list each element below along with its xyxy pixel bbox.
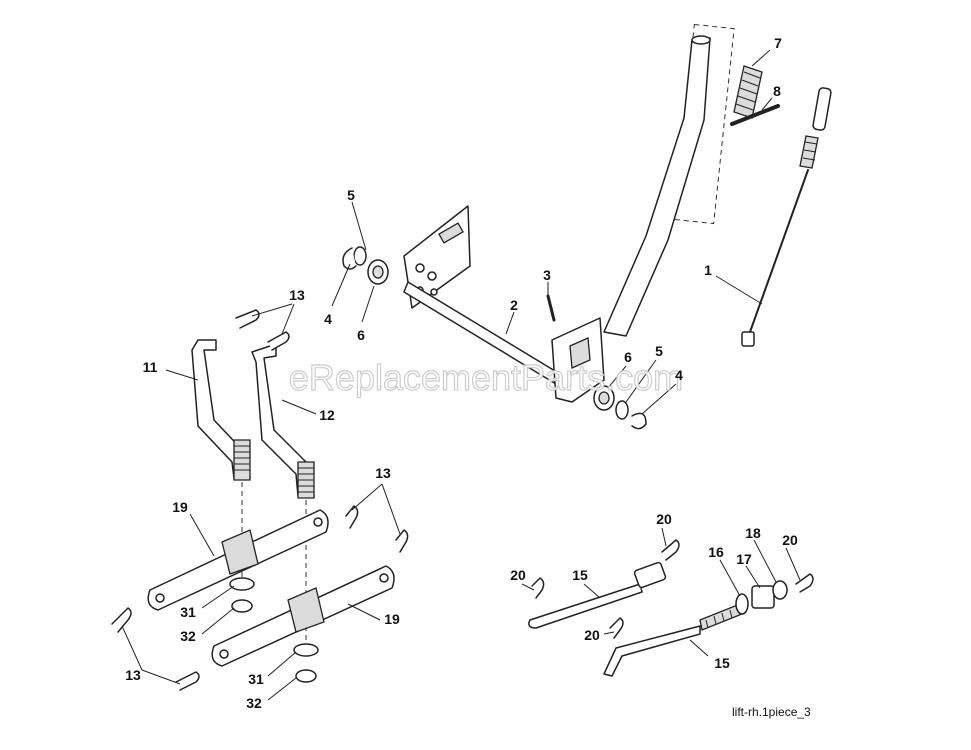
- callout-20-left: 20: [510, 567, 526, 583]
- callout-11: 11: [143, 359, 158, 375]
- spacer-31-lower: [293, 643, 319, 657]
- hairpin-clips-13-top: [235, 309, 290, 351]
- callout-13-bottom: 13: [125, 667, 141, 683]
- callout-15-lower: 15: [714, 655, 730, 671]
- callout-20-top: 20: [656, 511, 672, 527]
- callout-19-upper: 19: [172, 499, 188, 515]
- lift-rod-15-upper: [528, 561, 667, 629]
- nut-32-lower: [295, 669, 317, 683]
- callout-32-upper: 32: [180, 628, 196, 644]
- leader-lines: [121, 49, 801, 701]
- callout-13-right: 13: [375, 465, 391, 481]
- callout-7: 7: [774, 35, 782, 51]
- lift-arm-19-upper: [147, 509, 329, 611]
- nut-18: [772, 580, 788, 600]
- clip-4-right: [631, 412, 647, 430]
- callout-5-left: 5: [347, 187, 355, 203]
- diagram-caption: lift-rh.1piece_3: [732, 705, 811, 719]
- callout-17: 17: [736, 551, 752, 567]
- washer-16: [735, 593, 749, 615]
- callout-20-right: 20: [782, 532, 798, 548]
- callout-19-lower: 19: [384, 611, 400, 627]
- callout-4-left: 4: [324, 311, 332, 327]
- callout-18: 18: [745, 525, 761, 541]
- callout-15-upper: 15: [572, 567, 588, 583]
- spacer-31-upper: [229, 577, 255, 591]
- bushing-6-left: [367, 259, 389, 285]
- clips-20: [531, 539, 814, 639]
- callout-32-lower: 32: [246, 695, 262, 711]
- callout-2: 2: [510, 297, 518, 313]
- callout-31-upper: 31: [180, 604, 196, 620]
- callout-6-left: 6: [357, 327, 365, 343]
- clip-4-left: [342, 247, 357, 270]
- lift-rod-15-lower: [603, 603, 743, 677]
- callout-6-right: 6: [624, 349, 632, 365]
- lift-shaft-2: [403, 281, 605, 403]
- watermark: eReplacementParts.com: [289, 357, 683, 398]
- bolt-3: [546, 294, 556, 322]
- washer-5-right: [615, 400, 629, 420]
- lift-handle: [603, 23, 735, 337]
- callout-13-top: 13: [289, 287, 305, 303]
- callout-8: 8: [773, 83, 781, 99]
- callout-1: 1: [704, 262, 712, 278]
- lift-link-11: [191, 339, 251, 481]
- callout-5-right: 5: [655, 343, 663, 359]
- lift-link-12: [251, 343, 315, 499]
- spring-7: [733, 65, 763, 119]
- callout-4-right: 4: [675, 367, 683, 383]
- callout-31-lower: 31: [248, 671, 264, 687]
- washer-5-left: [353, 246, 367, 266]
- callout-3: 3: [543, 267, 551, 283]
- knob-rod-1: [741, 87, 832, 347]
- lift-arm-19-lower: [211, 565, 395, 667]
- hairpin-clips-13-bottom: [111, 607, 200, 691]
- block-17: [751, 585, 775, 609]
- nut-32-upper: [231, 599, 253, 613]
- bushing-6-right: [593, 385, 615, 411]
- callout-12: 12: [319, 407, 335, 423]
- hairpin-clips-13-right: [345, 505, 409, 553]
- callout-20-lower: 20: [584, 627, 600, 643]
- rod-8: [730, 104, 780, 126]
- callout-16: 16: [708, 544, 724, 560]
